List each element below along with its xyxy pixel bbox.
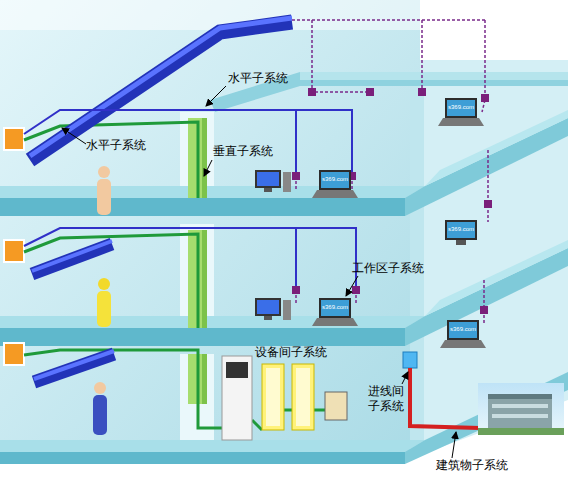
roof-slab: [210, 72, 568, 112]
outlet-cable: [292, 20, 488, 325]
horizontal-cable: [24, 110, 356, 286]
building-photo: [478, 383, 564, 435]
floor-slab: [0, 240, 568, 346]
cable-tray: [34, 351, 114, 379]
info-outlet: [292, 88, 492, 314]
callout-label: 建筑物子系统: [436, 458, 508, 473]
callout-label: 水平子系统: [86, 138, 146, 153]
leader-line: [62, 86, 456, 458]
screen-text: s369.com: [449, 326, 477, 332]
campus-cable: [410, 368, 480, 428]
screen-text: s369.com: [447, 226, 475, 232]
callout-label: 进线间 子系统: [368, 384, 408, 414]
roof-slab-top: [300, 72, 568, 80]
side-wall: [420, 60, 568, 455]
screen-text: s369.com: [321, 176, 349, 182]
callout-label: 设备间子系统: [255, 345, 327, 360]
cable-tray: [30, 18, 292, 156]
entrance-box: [403, 352, 417, 368]
cable-tray: [30, 22, 292, 160]
back-wall: [0, 0, 420, 455]
cable-tray: [32, 244, 112, 274]
distribution-box: [4, 128, 24, 365]
cable-tray: [34, 354, 114, 382]
callout-label: 垂直子系统: [213, 144, 273, 159]
equipment: [222, 356, 347, 440]
person: [93, 166, 111, 435]
computer: [255, 98, 486, 348]
callout-label: 工作区子系统: [352, 261, 424, 276]
screen-text: s369.com: [321, 304, 349, 310]
backbone-cable: [24, 122, 325, 430]
callout-label: 水平子系统: [228, 71, 288, 86]
cable-tray: [32, 241, 112, 271]
screen-text: s369.com: [447, 104, 475, 110]
